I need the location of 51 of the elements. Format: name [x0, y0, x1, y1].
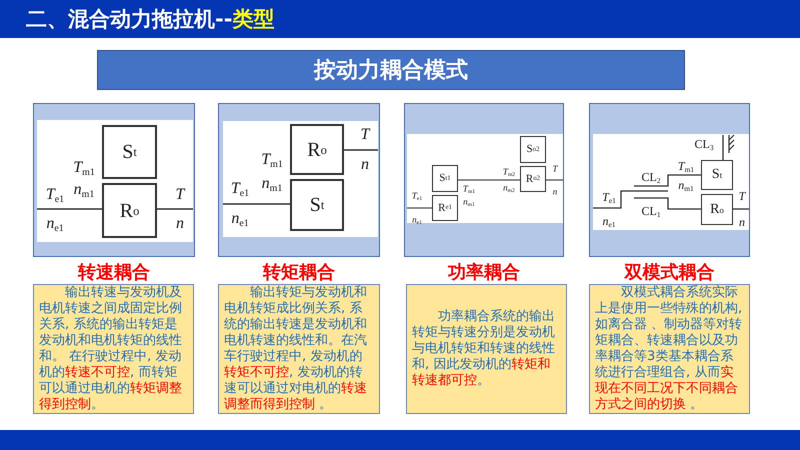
shaft-line [634, 174, 701, 187]
shaft-line [722, 135, 724, 160]
slide-title: 二、混合动力拖拉机--类型 [26, 6, 274, 32]
clutch-label: CL$_{1}$ [641, 205, 661, 217]
signal-label: n$_{e1}$ [231, 211, 249, 227]
description-text: 输出转速与发动机及电机转速之间成固定比例关系, 系统的输出转矩是发动机和电机转矩的线性和。 在行驶过程中, 发动机的转速不可控, 而转矩可以通过电机的转矩调整得到控制。 [39, 285, 183, 413]
panel-caption: 转矩耦合 [263, 263, 335, 283]
signal-label: T$_{m1}$ [462, 184, 476, 194]
panel-caption: 双模式耦合 [624, 263, 714, 283]
shaft-line [634, 197, 701, 210]
shaft-line [223, 203, 290, 205]
signal-label: n$_{m1}$ [678, 179, 694, 191]
panel-caption: 功率耦合 [448, 263, 520, 283]
signal-label: n$_{e1}$ [412, 216, 422, 224]
signal-label: n$_{m1}$ [463, 198, 475, 206]
signal-label: T$_{m2}$ [502, 168, 516, 176]
shaft-line [157, 208, 193, 210]
signal-label: T$_{m1}$ [73, 160, 95, 176]
signal-label: T$_{e1}$ [46, 187, 64, 203]
note-panel [406, 284, 567, 414]
description-text: 输出转矩与发动机和电机转矩成比例关系, 系统的输出转速是发动机和电机转速的线性和。在汽车行驶过程中, 发动机的转矩不可控, 发动机的转速可以通过对电机的转速调整而得到控制 。 [224, 285, 368, 413]
shaft-line [593, 190, 668, 209]
description-text: 功率耦合系统的输出转矩与转速分别是发动机与电机转矩和转速的线性和, 因此发动机的转矩和转速都可控。 [412, 309, 556, 389]
signal-label: n$_{m1}$ [262, 176, 282, 192]
signal-label: T$_{e1}$ [412, 192, 422, 200]
signal-label: n [361, 157, 369, 173]
signal-label: T [738, 190, 746, 202]
signal-label: T$_{e1}$ [230, 181, 250, 197]
signal-label: T [176, 187, 184, 203]
section-banner: 按动力耦合模式 [97, 50, 685, 90]
signal-label: n$_{e1}$ [602, 215, 616, 227]
signal-label: T [360, 127, 370, 143]
signal-label: n$_{e1}$ [46, 216, 64, 232]
shaft-line [546, 179, 563, 181]
signal-label: n$_{m1}$ [74, 182, 94, 198]
shaft-line [37, 208, 102, 210]
signal-label: T$_{e1}$ [602, 191, 616, 203]
signal-label: n [176, 216, 184, 232]
signal-label: T$_{m1}$ [678, 160, 694, 172]
signal-label: n [552, 188, 558, 196]
shaft-line [407, 207, 432, 209]
signal-label: T$_{m1}$ [261, 152, 283, 168]
shaft-line [344, 149, 378, 151]
description-text: 双模式耦合系统实际上是使用一些特殊的机构, 如离合器 、制动器等对转矩耦合、转速耦合以及功率耦合等3类基本耦合系统进行合理组合, 从而实现在不同工况下不同耦合方式之间的切换 。 [595, 285, 744, 413]
panel-caption: 转速耦合 [78, 263, 150, 283]
clutch-label: CL$_{2}$ [641, 171, 661, 183]
signal-label: T [552, 164, 558, 174]
shaft-line [733, 208, 749, 210]
signal-label: n [739, 216, 745, 228]
signal-label: n$_{m2}$ [503, 184, 515, 192]
clutch-label: CL$_{3}$ [694, 138, 714, 150]
